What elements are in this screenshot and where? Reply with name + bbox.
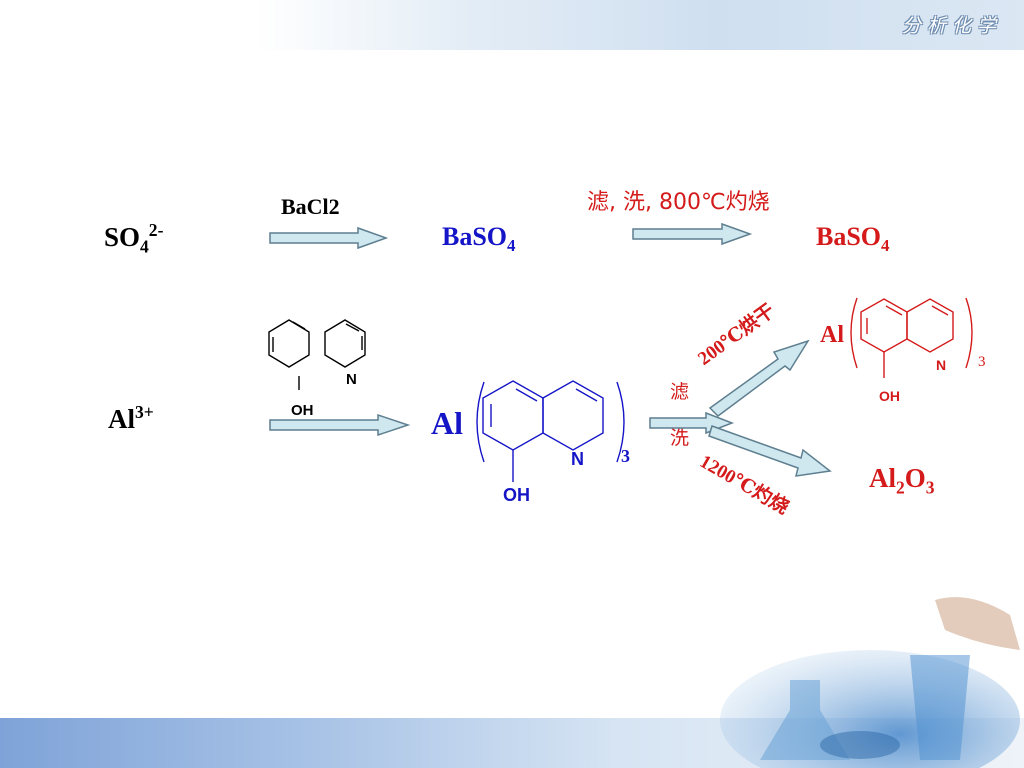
baso4-precipitate: BaSO4 [442, 222, 516, 256]
reagent-bacl2: BaCl2 [281, 194, 340, 219]
arrow-row2-step1 [269, 413, 411, 437]
baso4-weighing-form: BaSO4 [816, 222, 890, 256]
oxine-reagent-structure [268, 319, 366, 390]
complex-n-label: N [571, 449, 584, 469]
arrow-row1-step1 [269, 226, 389, 250]
dried-complex-oh: OH [879, 388, 900, 404]
complex-metal-al: Al [431, 405, 463, 441]
arrow-branch-down [708, 425, 832, 477]
arrow-branch-up [708, 339, 810, 417]
dried-complex-n: N [936, 357, 947, 373]
oxine-n-label: N [346, 371, 357, 388]
header-band: 分析化学 [0, 0, 1024, 50]
al-complex-structure [476, 380, 625, 482]
alumina-product: Al2O3 [869, 463, 935, 498]
header-title: 分析化学 [901, 15, 1002, 37]
dried-complex-metal: Al [820, 322, 844, 348]
lab-glassware-illustration [720, 597, 1020, 768]
step-filter-wash-ignite: 滤, 洗, 800℃灼烧 [587, 190, 770, 215]
dried-complex-structure [850, 297, 973, 378]
arrow-row1-step2 [632, 222, 753, 246]
dried-complex-subscript: 3 [978, 354, 986, 370]
complex-oh-label: OH [503, 485, 530, 505]
sulfate-ion: SO42- [104, 220, 164, 257]
wash-label: 洗 [670, 427, 690, 449]
oxine-oh-label: OH [291, 402, 314, 419]
filter-label: 滤 [670, 381, 690, 403]
aluminium-ion: Al3+ [108, 402, 154, 434]
complex-subscript-3: 3 [621, 446, 630, 466]
